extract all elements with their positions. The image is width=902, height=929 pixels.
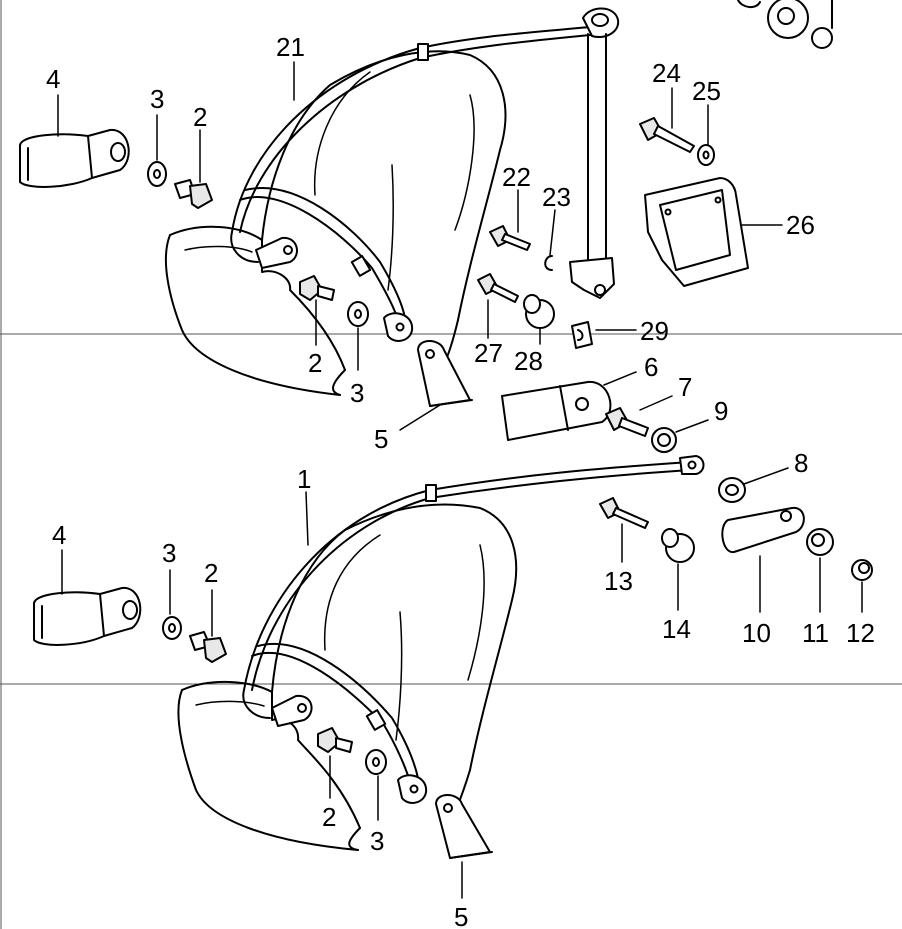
clip-29 [571, 321, 593, 349]
label-3-upper-a: 3 [150, 84, 164, 114]
buckle-4-lower [33, 586, 142, 646]
label-23: 23 [542, 182, 571, 212]
label-13: 13 [604, 566, 633, 596]
label-1: 1 [297, 464, 311, 494]
label-4-upper: 4 [46, 64, 60, 94]
label-2-upper-a: 2 [193, 102, 207, 132]
label-3-lower-b: 3 [370, 826, 384, 856]
seat-lower [177, 503, 518, 851]
bolt-2-lower-a [189, 631, 227, 663]
label-14: 14 [662, 614, 691, 644]
label-3-lower-a: 3 [162, 538, 176, 568]
belt-1 [242, 455, 705, 804]
bolt-2-lower-b [317, 727, 353, 753]
cover-26 [644, 177, 749, 287]
bolt-24 [639, 117, 695, 153]
label-4-lower: 4 [52, 520, 66, 550]
label-29: 29 [640, 316, 669, 346]
label-2-lower-a: 2 [204, 558, 218, 588]
label-27: 27 [474, 338, 503, 368]
bolt-22 [489, 225, 531, 251]
anchor-plate-5-lower [435, 794, 493, 859]
label-11: 11 [802, 618, 829, 648]
label-6: 6 [644, 352, 658, 382]
label-26: 26 [786, 210, 815, 240]
washer-23 [544, 255, 553, 271]
label-2-upper-b: 2 [308, 348, 322, 378]
bracket-6 [501, 380, 612, 441]
grommet-14 [661, 528, 695, 563]
washer-3-lower-b [365, 749, 387, 775]
label-12: 12 [846, 618, 875, 648]
washer-3-upper-a [147, 161, 167, 187]
label-24: 24 [652, 58, 681, 88]
anchor-plate-5-upper [417, 340, 473, 407]
washer-3-upper-b [347, 301, 369, 327]
screw-27 [477, 273, 519, 303]
label-21: 21 [276, 32, 305, 62]
spacer-11 [806, 528, 834, 556]
bolt-7 [605, 407, 649, 437]
leaders-lower [61, 467, 863, 899]
buckle-4-upper [19, 128, 130, 188]
grommet-28 [523, 294, 555, 329]
bolt-2-upper-a [174, 179, 213, 209]
label-10: 10 [742, 618, 771, 648]
belt-21 [230, 25, 601, 342]
plate-10 [721, 506, 805, 553]
washer-25 [697, 144, 715, 166]
sleeve-12 [851, 559, 873, 581]
leaders-upper [57, 61, 783, 433]
screw-13 [599, 497, 649, 529]
label-5-upper: 5 [374, 424, 388, 454]
label-8: 8 [794, 448, 808, 478]
label-28: 28 [514, 346, 543, 376]
label-9: 9 [714, 396, 728, 426]
washer-8 [718, 477, 746, 503]
label-25: 25 [692, 76, 721, 106]
washer-3-lower-a [162, 616, 182, 640]
bolt-2-upper-b [299, 275, 335, 301]
label-2-lower-b: 2 [322, 802, 336, 832]
lower-group: 8 1 4 3 2 13 14 10 11 12 2 3 5 [33, 448, 875, 929]
top-right-parts [737, 0, 833, 49]
label-7: 7 [678, 372, 692, 402]
label-3-upper-b: 3 [350, 378, 364, 408]
seat-upper [164, 50, 507, 396]
label-22: 22 [502, 162, 531, 192]
washer-9 [651, 427, 677, 453]
upper-group: 4 3 2 21 24 25 22 23 26 2 3 27 28 29 5 6… [19, 0, 833, 454]
label-5-lower: 5 [454, 902, 468, 929]
belt-retractor-upper [569, 7, 620, 299]
